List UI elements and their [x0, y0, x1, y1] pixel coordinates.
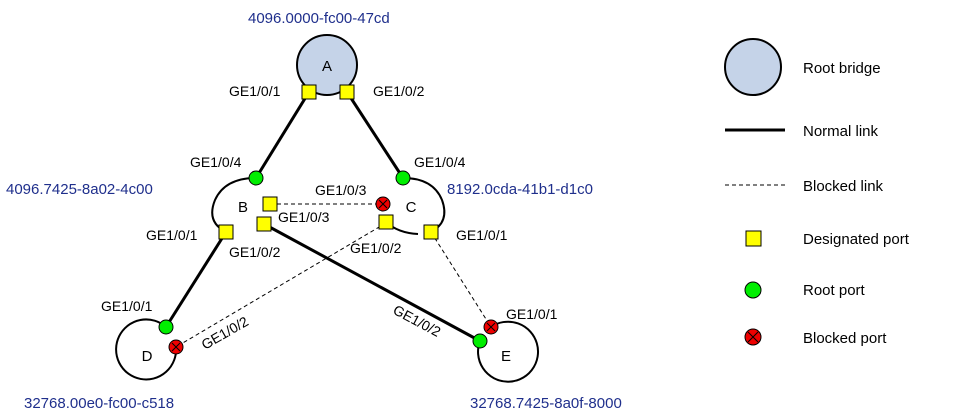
- link-c-e-blocked: [430, 231, 492, 328]
- legend-root-port-icon: [744, 281, 762, 299]
- bridge-c-label: C: [406, 199, 417, 216]
- port-label-d-ge1-0-1: GE1/0/1: [101, 298, 153, 314]
- bridge-b: B: [211, 177, 257, 233]
- bridge-d-shape: [115, 318, 178, 381]
- root-port-b-ge1-0-4: [248, 170, 264, 186]
- link-b-d: [164, 231, 228, 328]
- link-a-c: [345, 91, 405, 179]
- bridge-a-id: 4096.0000-fc00-47cd: [248, 10, 390, 27]
- bridge-c-id: 8192.0cda-41b1-d1c0: [447, 181, 593, 198]
- bridge-a-circle: [296, 34, 358, 96]
- bridge-c-shape: [402, 177, 446, 233]
- legend-root-port-label: Root port: [803, 282, 866, 299]
- legend: Root bridge Normal link Blocked link Des…: [724, 38, 910, 347]
- port-label-c-ge1-0-4: GE1/0/4: [414, 154, 466, 170]
- legend-root-bridge-icon: [724, 38, 782, 96]
- legend-designated-port-label: Designated port: [803, 231, 910, 248]
- legend-blocked-port-label: Blocked port: [803, 330, 887, 347]
- designated-port-c-ge1-0-1: [423, 224, 439, 240]
- bridge-d: D: [115, 318, 178, 381]
- bridge-a: A: [296, 34, 358, 96]
- link-c-d-blocked: [175, 222, 387, 348]
- legend-blocked-link-label: Blocked link: [803, 178, 884, 195]
- root-port-c-ge1-0-4: [395, 170, 411, 186]
- designated-port-a-ge1-0-2: [339, 84, 355, 100]
- link-b-e: [263, 222, 481, 343]
- designated-port-b-ge1-0-3: [262, 196, 278, 212]
- port-label-b-ge1-0-1: GE1/0/1: [146, 227, 198, 243]
- bridge-d-label: D: [142, 348, 153, 365]
- designated-port-a-ge1-0-1: [301, 84, 317, 100]
- designated-port-b-ge1-0-1: [218, 224, 234, 240]
- bridge-b-shape: [211, 177, 257, 233]
- port-label-b-ge1-0-2: GE1/0/2: [229, 244, 281, 260]
- bridge-e-id: 32768.7425-8a0f-8000: [470, 395, 622, 412]
- port-label-d-ge1-0-2: GE1/0/2: [199, 313, 252, 353]
- blocked-port-e-ge1-0-1: [483, 319, 499, 335]
- legend-root-bridge-label: Root bridge: [803, 60, 881, 77]
- bridge-b-id: 4096.7425-8a02-4c00: [6, 181, 153, 198]
- bridge-a-label: A: [322, 58, 332, 75]
- blocked-port-d-ge1-0-2: [168, 339, 184, 355]
- bridge-e: E: [477, 320, 539, 383]
- root-port-d-ge1-0-1: [158, 319, 174, 335]
- legend-designated-port-icon: [745, 230, 762, 247]
- port-label-a-ge1-0-2: GE1/0/2: [373, 83, 425, 99]
- port-label-c-ge1-0-3: GE1/0/3: [315, 182, 367, 198]
- blocked-port-c-ge1-0-3: [375, 196, 391, 212]
- port-label-a-ge1-0-1: GE1/0/1: [229, 83, 281, 99]
- designated-port-b-ge1-0-2: [256, 216, 272, 232]
- bridge-e-label: E: [501, 348, 511, 365]
- port-label-c-ge1-0-2: GE1/0/2: [350, 240, 402, 256]
- port-label-b-ge1-0-4: GE1/0/4: [190, 154, 242, 170]
- port-label-c-ge1-0-1: GE1/0/1: [456, 227, 508, 243]
- link-a-b: [254, 91, 311, 179]
- port-label-b-ge1-0-3: GE1/0/3: [278, 209, 330, 225]
- designated-port-c-ge1-0-2: [378, 214, 394, 230]
- bridge-b-label: B: [238, 199, 248, 216]
- legend-blocked-port-icon: [744, 328, 762, 346]
- legend-normal-link-label: Normal link: [803, 123, 879, 140]
- bridge-d-id: 32768.00e0-fc00-c518: [24, 395, 174, 412]
- root-port-e-ge1-0-2: [472, 333, 488, 349]
- port-label-e-ge1-0-1: GE1/0/1: [506, 306, 558, 322]
- bridge-e-shape: [477, 320, 539, 383]
